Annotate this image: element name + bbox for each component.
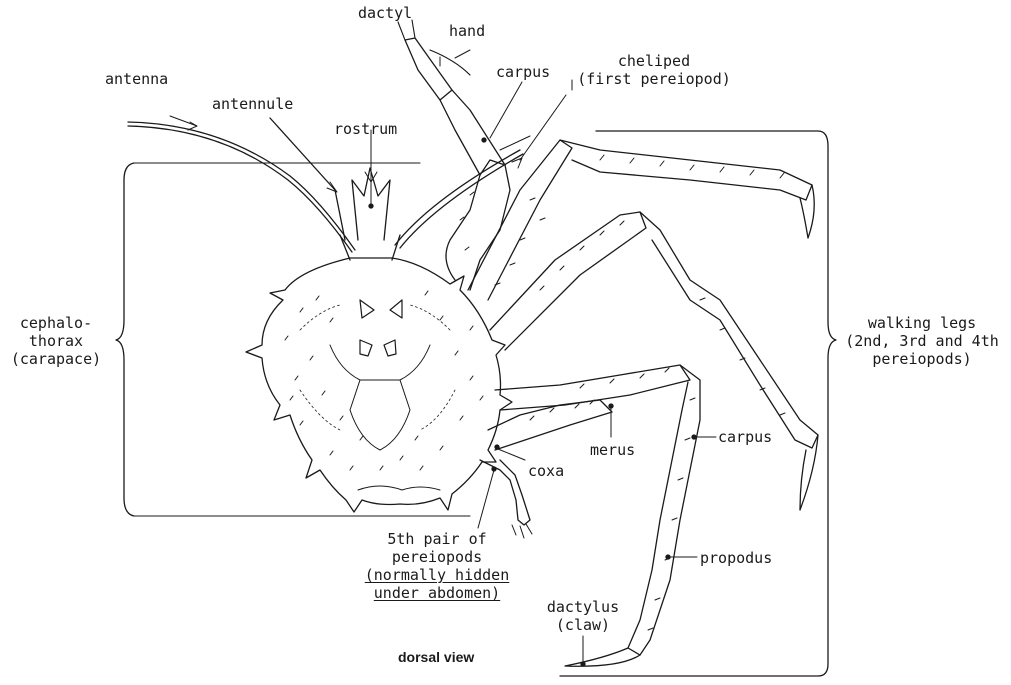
label-cheliped-line2: (first pereiopod): [576, 70, 732, 88]
label-walking-legs: walking legs (2nd, 3rd and 4th pereiopod…: [836, 314, 1008, 368]
label-dactylus-line1: dactylus: [538, 598, 628, 616]
label-merus: merus: [590, 441, 635, 459]
label-walking-legs-line2: (2nd, 3rd and 4th: [836, 332, 1008, 350]
label-dactyl: dactyl: [358, 4, 412, 22]
carapace-outline: [246, 258, 512, 512]
label-walking-legs-line1: walking legs: [836, 314, 1008, 332]
label-cephalothorax-line3: (carapace): [3, 350, 109, 368]
label-fifth-pair: 5th pair of pereiopods (normally hidden …: [362, 530, 512, 602]
label-fifth-pair-line2: pereiopods: [362, 548, 512, 566]
label-fifth-pair-line3: (normally hidden: [362, 566, 512, 584]
walking-leg-3: [495, 365, 690, 410]
label-antennule: antennule: [212, 95, 293, 113]
label-carpus-leg: carpus: [718, 428, 772, 446]
label-propodus: propodus: [700, 549, 772, 567]
label-cephalothorax: cephalo- thorax (carapace): [3, 314, 109, 368]
label-hand: hand: [449, 22, 485, 40]
walking-legs-bracket: [560, 131, 836, 676]
label-cephalothorax-line2: thorax: [3, 332, 109, 350]
label-rostrum: rostrum: [334, 120, 397, 138]
label-fifth-pair-line4: under abdomen): [362, 584, 512, 602]
label-dactylus-line2: (claw): [538, 616, 628, 634]
label-cephalothorax-line1: cephalo-: [3, 314, 109, 332]
antenna-line: [128, 122, 355, 250]
walking-leg-2: [490, 212, 646, 350]
label-dactylus: dactylus (claw): [538, 598, 628, 634]
cephalothorax-bracket: [116, 163, 134, 516]
label-cheliped: cheliped (first pereiopod): [576, 52, 732, 88]
view-caption: dorsal view: [398, 648, 474, 666]
label-cheliped-line1: cheliped: [576, 52, 732, 70]
label-fifth-pair-line1: 5th pair of: [362, 530, 512, 548]
label-carpus-top: carpus: [496, 63, 550, 81]
label-coxa: coxa: [528, 462, 564, 480]
label-antenna: antenna: [105, 70, 168, 88]
label-walking-legs-line3: pereiopods): [836, 350, 1008, 368]
